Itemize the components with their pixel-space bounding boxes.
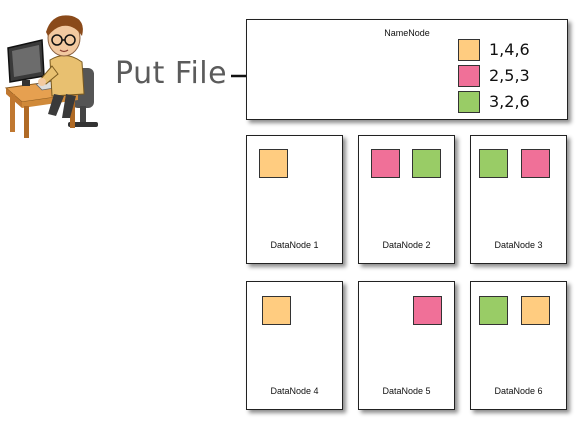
data-block-orange xyxy=(259,149,288,178)
data-block-green xyxy=(479,296,508,325)
data-block-green xyxy=(412,149,441,178)
legend-swatch-orange xyxy=(458,39,480,61)
datanode-4: DataNode 4 xyxy=(246,281,343,410)
user-at-computer-icon xyxy=(4,15,98,138)
datanode-label: DataNode 1 xyxy=(270,240,319,250)
legend-text: 3,2,6 xyxy=(489,92,530,111)
datanode-label: DataNode 6 xyxy=(494,386,543,396)
data-block-green xyxy=(479,149,508,178)
datanode-2: DataNode 2 xyxy=(358,135,455,264)
datanode-6: DataNode 6 xyxy=(470,281,567,410)
data-block-orange xyxy=(521,296,550,325)
legend-text: 2,5,3 xyxy=(489,66,530,85)
datanode-label: DataNode 2 xyxy=(382,240,431,250)
data-block-pink xyxy=(371,149,400,178)
datanode-1: DataNode 1 xyxy=(246,135,343,264)
legend-text: 1,4,6 xyxy=(489,40,530,59)
data-block-orange xyxy=(262,296,291,325)
namenode-title: NameNode xyxy=(384,28,430,38)
namenode-box: NameNode 1,4,6 2,5,3 3,2,6 xyxy=(246,19,568,120)
data-block-pink xyxy=(413,296,442,325)
put-file-label: Put File xyxy=(115,56,228,91)
datanode-label: DataNode 4 xyxy=(270,386,319,396)
datanode-label: DataNode 5 xyxy=(382,386,431,396)
datanode-label: DataNode 3 xyxy=(494,240,543,250)
data-block-pink xyxy=(521,149,550,178)
datanode-3: DataNode 3 xyxy=(470,135,567,264)
datanode-5: DataNode 5 xyxy=(358,281,455,410)
legend-swatch-pink xyxy=(458,65,480,87)
legend-swatch-green xyxy=(458,91,480,113)
